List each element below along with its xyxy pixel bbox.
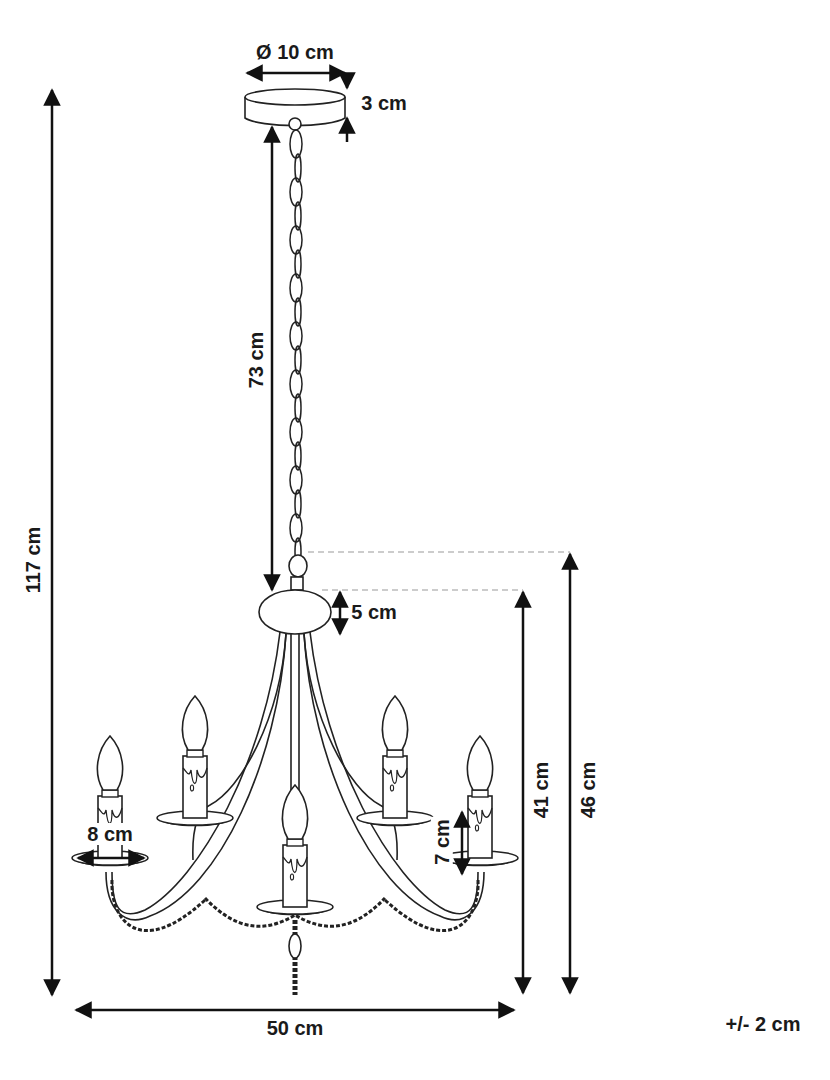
- chain-ring: [289, 555, 307, 590]
- chain-link: [290, 514, 302, 542]
- extension-lines: [308, 552, 570, 590]
- body-ball: [259, 590, 331, 634]
- dimension-label: 46 cm: [577, 760, 599, 821]
- canopy: [245, 89, 345, 130]
- dimension-label: 41 cm: [530, 760, 552, 821]
- chain: [290, 130, 302, 566]
- candles: [72, 696, 518, 915]
- chain-link: [290, 130, 302, 158]
- dimension-label: 5 cm: [349, 601, 399, 623]
- dimension-label: 7 cm: [431, 817, 453, 867]
- chain-link: [290, 370, 302, 398]
- chain-link: [290, 178, 302, 206]
- chain-link: [290, 418, 302, 446]
- dimension-label: 117 cm: [22, 525, 44, 596]
- dimension-label: 50 cm: [265, 1017, 326, 1039]
- dimension-label: 8 cm: [85, 823, 135, 845]
- dimension-label: Ø 10 cm: [254, 41, 336, 63]
- chain-link: [290, 226, 302, 254]
- dimension-label: 73 cm: [245, 330, 267, 391]
- dimension-label: 3 cm: [359, 92, 409, 114]
- chain-link: [290, 322, 302, 350]
- arms: [106, 632, 484, 995]
- chain-link: [290, 466, 302, 494]
- chain-link: [290, 274, 302, 302]
- dimension-lines: [52, 73, 570, 1010]
- tolerance-note: +/- 2 cm: [723, 1013, 802, 1035]
